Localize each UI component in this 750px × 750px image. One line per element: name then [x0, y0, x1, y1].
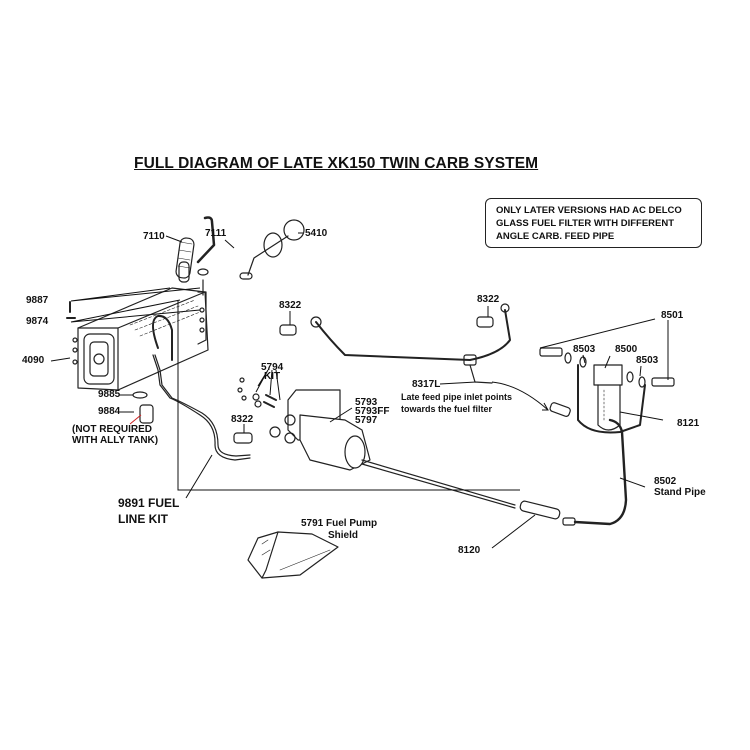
- union-8322-b: [233, 432, 253, 444]
- label-9891: LINE KIT: [118, 512, 168, 526]
- note-line: ONLY LATER VERSIONS HAD AC DELCO: [496, 205, 682, 216]
- fuel-tank: [77, 287, 209, 391]
- label-8322-c: 8322: [477, 294, 500, 305]
- label-9887: 9887: [26, 295, 49, 306]
- fuel-pump: [269, 389, 371, 471]
- diagram-title: FULL DIAGRAM OF LATE XK150 TWIN CARB SYS…: [134, 155, 539, 172]
- union-8322-c: [476, 316, 494, 328]
- label-8317l: 8317L: [412, 379, 441, 390]
- label-8317l-note: Late feed pipe inlet points: [401, 392, 513, 402]
- union-8322-a: [279, 324, 297, 336]
- label-8501: 8501: [661, 310, 684, 321]
- stand-pipe: [573, 418, 628, 526]
- label-5794-kit: KIT: [264, 371, 281, 382]
- label-7111: 7111: [205, 228, 227, 239]
- label-9891: 9891 FUEL: [118, 496, 180, 510]
- label-9884: 9884: [98, 406, 121, 417]
- note-line: GLASS FUEL FILTER WITH DIFFERENT: [496, 218, 675, 229]
- label-5797: 5797: [355, 415, 378, 426]
- label-8502: 8502: [654, 476, 677, 487]
- feed-pipe-upper: [310, 303, 511, 384]
- label-8120: 8120: [458, 545, 481, 556]
- label-5793ff: 5793FF: [355, 406, 390, 417]
- sender-unit: [239, 219, 305, 280]
- label-8503-b: 8503: [636, 355, 659, 366]
- label-5410: 5410: [305, 228, 328, 239]
- leader-lines: [50, 232, 669, 549]
- fuel-pump-shield: [247, 531, 339, 579]
- label-8500: 8500: [615, 344, 638, 355]
- label-8322-b: 8322: [231, 414, 254, 425]
- label-7110: 7110: [143, 231, 165, 242]
- label-5791: 5791 Fuel Pump: [301, 518, 378, 529]
- label-9874: 9874: [26, 316, 49, 327]
- filter-9884: [139, 404, 154, 424]
- feed-pipe-long: [361, 459, 576, 526]
- filler-neck: [175, 216, 216, 296]
- label-9885: 9885: [98, 389, 121, 400]
- kit-5794: [237, 377, 277, 408]
- washer-9885: [132, 391, 148, 399]
- label-5793: 5793: [355, 397, 378, 408]
- label-8121: 8121: [677, 418, 700, 429]
- label-9884-note: WITH ALLY TANK): [72, 435, 159, 446]
- label-8503-a: 8503: [573, 344, 596, 355]
- label-5791: Shield: [328, 530, 359, 541]
- screws-left: [66, 301, 78, 365]
- note-box: ONLY LATER VERSIONS HAD AC DELCO GLASS F…: [485, 198, 702, 248]
- label-8502-name: Stand Pipe: [654, 487, 706, 498]
- label-9884-note: (NOT REQUIRED: [72, 424, 152, 435]
- label-8322-a: 8322: [279, 300, 302, 311]
- label-8317l-note: towards the fuel filter: [401, 404, 493, 414]
- note-line: ANGLE CARB. FEED PIPE: [496, 231, 615, 242]
- label-4090: 4090: [22, 355, 45, 366]
- tank-outlet-hose: [152, 314, 251, 461]
- glass-filter: [539, 347, 675, 434]
- label-5794: 5794: [261, 362, 284, 373]
